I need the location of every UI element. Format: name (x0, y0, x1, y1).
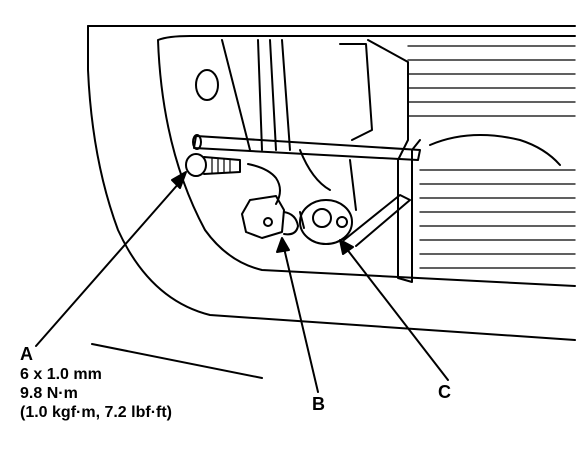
bracket-left-rod (221, 39, 263, 151)
bracket-c (299, 199, 353, 245)
bracket-lower-brace (343, 194, 411, 247)
panel-opening (157, 35, 576, 287)
cross-beam (193, 135, 421, 161)
callout-b-label: B (312, 394, 325, 414)
grille-slats (407, 45, 576, 269)
panel-hole (195, 69, 219, 101)
spec-a-size: 6 x 1.0 mm (20, 366, 102, 383)
bracket-rods (269, 39, 291, 151)
bracket-side (299, 149, 331, 191)
cross-beam-end (192, 134, 202, 150)
switch-b (241, 195, 299, 239)
callout-a-label: A (20, 344, 33, 364)
spec-a-torque: 9.8 N·m (20, 385, 78, 402)
panel-outline (87, 25, 576, 341)
wire-harness (247, 163, 281, 205)
spec-a-torque-alt: (1.0 kgf·m, 7.2 lbf·ft) (20, 404, 173, 421)
panel-crease (91, 343, 263, 379)
leader-b (276, 237, 319, 393)
grille-post (367, 39, 421, 283)
grille-curve (429, 134, 561, 166)
callout-c-label: C (438, 382, 451, 402)
grille-diagonal-post (339, 43, 373, 211)
leader-c (339, 239, 449, 381)
bolt-a (185, 153, 241, 177)
leader-a (35, 171, 187, 347)
